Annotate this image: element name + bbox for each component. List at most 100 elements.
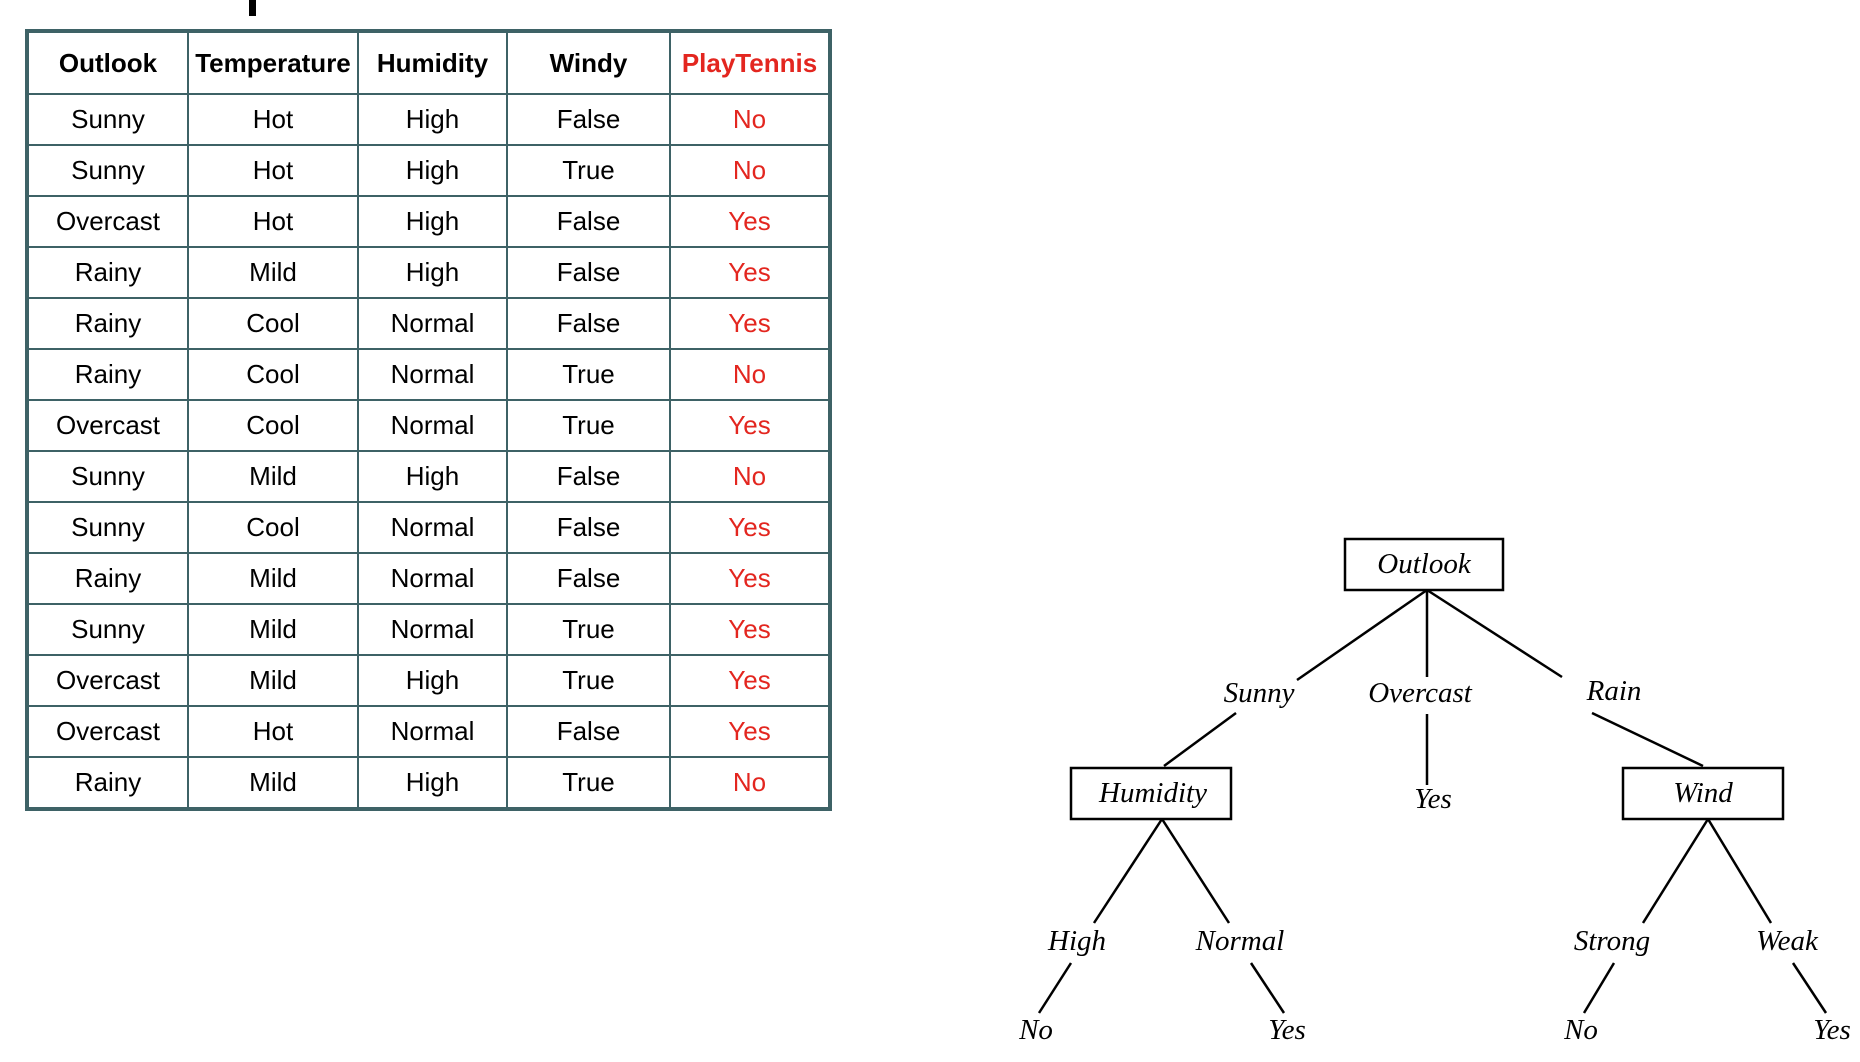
node-outlook: Outlook <box>1377 548 1472 580</box>
cell-playtennis: Yes <box>669 399 831 452</box>
cell-humidity: Normal <box>357 705 508 758</box>
header-humidity: Humidity <box>357 30 508 95</box>
cell-windy: False <box>506 246 671 299</box>
cell-windy: True <box>506 654 671 707</box>
cell-playtennis: No <box>669 756 831 810</box>
node-box-humidity <box>1069 766 1233 821</box>
cell-outlook: Sunny <box>26 603 189 656</box>
node-box-outlook <box>1343 537 1505 592</box>
cell-outlook: Sunny <box>26 93 189 146</box>
cell-outlook: Rainy <box>26 756 189 810</box>
cell-humidity: Normal <box>357 399 508 452</box>
cell-humidity: Normal <box>357 552 508 605</box>
cell-humidity: High <box>357 756 508 810</box>
branch-sunny: Sunny <box>1224 677 1295 709</box>
cell-windy: True <box>506 399 671 452</box>
cell-outlook: Rainy <box>26 297 189 350</box>
cell-temperature: Mild <box>187 654 359 707</box>
cell-temperature: Mild <box>187 552 359 605</box>
header-playtennis: PlayTennis <box>669 30 831 95</box>
cell-windy: True <box>506 144 671 197</box>
leaf-high-no: No <box>1018 1014 1053 1046</box>
cell-temperature: Mild <box>187 756 359 810</box>
cell-windy: False <box>506 501 671 554</box>
edge-wind-strong <box>1641 818 1710 924</box>
cell-outlook: Overcast <box>26 705 189 758</box>
cell-outlook: Rainy <box>26 552 189 605</box>
cell-playtennis: No <box>669 450 831 503</box>
cell-temperature: Mild <box>187 603 359 656</box>
cell-outlook: Sunny <box>26 501 189 554</box>
cell-humidity: Normal <box>357 297 508 350</box>
cell-outlook: Overcast <box>26 399 189 452</box>
node-humidity: Humidity <box>1098 777 1207 809</box>
leaf-overcast-yes: Yes <box>1414 783 1452 815</box>
cell-outlook: Sunny <box>26 144 189 197</box>
cell-outlook: Rainy <box>26 348 189 401</box>
cell-windy: False <box>506 195 671 248</box>
leaf-weak-yes: Yes <box>1813 1014 1851 1046</box>
header-temperature: Temperature <box>187 30 359 95</box>
cell-temperature: Mild <box>187 246 359 299</box>
cell-playtennis: Yes <box>669 501 831 554</box>
branch-rain: Rain <box>1586 675 1642 707</box>
header-windy: Windy <box>506 30 671 95</box>
cell-humidity: Normal <box>357 603 508 656</box>
cell-windy: True <box>506 756 671 810</box>
cell-temperature: Hot <box>187 705 359 758</box>
cell-playtennis: Yes <box>669 654 831 707</box>
edge-normal-yes <box>1249 962 1286 1014</box>
cell-windy: True <box>506 348 671 401</box>
cell-temperature: Cool <box>187 501 359 554</box>
cell-windy: False <box>506 705 671 758</box>
edge-sunny-humidity <box>1163 711 1237 768</box>
cell-temperature: Mild <box>187 450 359 503</box>
cell-temperature: Cool <box>187 399 359 452</box>
cell-windy: False <box>506 450 671 503</box>
node-wind: Wind <box>1673 777 1733 809</box>
cell-windy: False <box>506 93 671 146</box>
header-outlook: Outlook <box>26 30 189 95</box>
cell-temperature: Cool <box>187 348 359 401</box>
edge-outlook-rain <box>1426 588 1563 679</box>
edge-humidity-normal <box>1160 818 1231 924</box>
cell-playtennis: No <box>669 144 831 197</box>
cell-temperature: Cool <box>187 297 359 350</box>
cell-humidity: Normal <box>357 501 508 554</box>
cell-playtennis: Yes <box>669 705 831 758</box>
cell-playtennis: Yes <box>669 297 831 350</box>
cell-outlook: Overcast <box>26 195 189 248</box>
edge-outlook-sunny <box>1296 588 1428 682</box>
cell-temperature: Hot <box>187 144 359 197</box>
cell-playtennis: Yes <box>669 552 831 605</box>
play-tennis-table: Outlook Temperature Humidity Windy PlayT… <box>25 29 832 811</box>
cell-playtennis: No <box>669 93 831 146</box>
branch-weak: Weak <box>1756 925 1819 957</box>
edge-strong-no <box>1582 962 1616 1014</box>
table-header-row: Outlook Temperature Humidity Windy PlayT… <box>26 30 831 95</box>
cell-humidity: High <box>357 195 508 248</box>
branch-strong: Strong <box>1574 925 1650 957</box>
edge-weak-yes <box>1791 962 1828 1014</box>
cell-playtennis: Yes <box>669 603 831 656</box>
cell-humidity: High <box>357 93 508 146</box>
edge-humidity-high <box>1092 818 1164 924</box>
leaf-strong-no: No <box>1563 1014 1598 1046</box>
branch-normal: Normal <box>1195 925 1285 957</box>
cell-humidity: High <box>357 450 508 503</box>
cell-outlook: Rainy <box>26 246 189 299</box>
cell-humidity: Normal <box>357 348 508 401</box>
cell-windy: False <box>506 552 671 605</box>
edge-rain-wind <box>1591 711 1704 768</box>
branch-high: High <box>1047 925 1106 957</box>
branch-overcast: Overcast <box>1368 677 1473 709</box>
